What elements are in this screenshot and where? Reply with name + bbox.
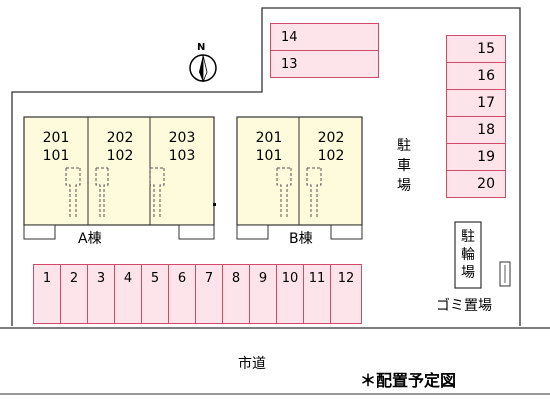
building-a-unit-3-lower: 103 xyxy=(168,148,196,164)
parking-slot-10: 10 xyxy=(276,264,304,324)
building-a-unit-2-upper: 202 xyxy=(106,130,134,146)
parking-slot-17: 17 xyxy=(446,89,506,117)
parking-slot-2: 2 xyxy=(60,264,88,324)
parking-slot-18: 18 xyxy=(446,116,506,144)
building-a-unit-2-lower: 102 xyxy=(106,148,134,164)
building-b-unit-2-upper: 202 xyxy=(317,130,345,146)
parking-slot-6: 6 xyxy=(168,264,196,324)
building-b-unit-1-upper: 201 xyxy=(255,130,283,146)
parking-slot-9: 9 xyxy=(249,264,277,324)
bicycle-parking-label: 駐輪場 xyxy=(461,229,475,281)
parking-slot-13: 13 xyxy=(270,50,379,78)
parking-slot-12: 12 xyxy=(330,264,362,324)
building-a-unit-1-lower: 101 xyxy=(42,148,70,164)
parking-slot-7: 7 xyxy=(195,264,223,324)
building-b-label: B棟 xyxy=(289,231,313,247)
parking-slot-8: 8 xyxy=(222,264,250,324)
building-a-outline xyxy=(23,116,216,240)
parking-slot-1: 1 xyxy=(33,264,61,324)
parking-slot-5: 5 xyxy=(141,264,169,324)
parking-slot-20: 20 xyxy=(446,170,506,198)
parking-slot-19: 19 xyxy=(446,143,506,171)
building-a-unit-1-upper: 201 xyxy=(42,130,70,146)
building-b-outline xyxy=(236,116,363,240)
parking-slot-11: 11 xyxy=(303,264,331,324)
parking-slot-4: 4 xyxy=(114,264,142,324)
parking-slot-15: 15 xyxy=(446,35,506,63)
building-b-unit-1-lower: 101 xyxy=(255,148,283,164)
building-b-unit-2-lower: 102 xyxy=(317,148,345,164)
parking-label: 駐車場 xyxy=(397,138,411,194)
parking-slot-16: 16 xyxy=(446,62,506,90)
compass-label: N xyxy=(197,42,206,53)
building-a-unit-3-upper: 203 xyxy=(168,130,196,146)
property-boundary xyxy=(11,7,521,326)
bicycle-parking-box xyxy=(454,221,482,289)
layout-note: ＊配置予定図 xyxy=(360,371,457,390)
building-a-label: A棟 xyxy=(78,231,102,247)
garbage-label: ゴミ置場 xyxy=(436,298,492,314)
parking-slot-3: 3 xyxy=(87,264,115,324)
parking-slot-14: 14 xyxy=(270,23,379,51)
north-compass-icon xyxy=(189,54,217,83)
road-label: 市道 xyxy=(238,356,266,372)
